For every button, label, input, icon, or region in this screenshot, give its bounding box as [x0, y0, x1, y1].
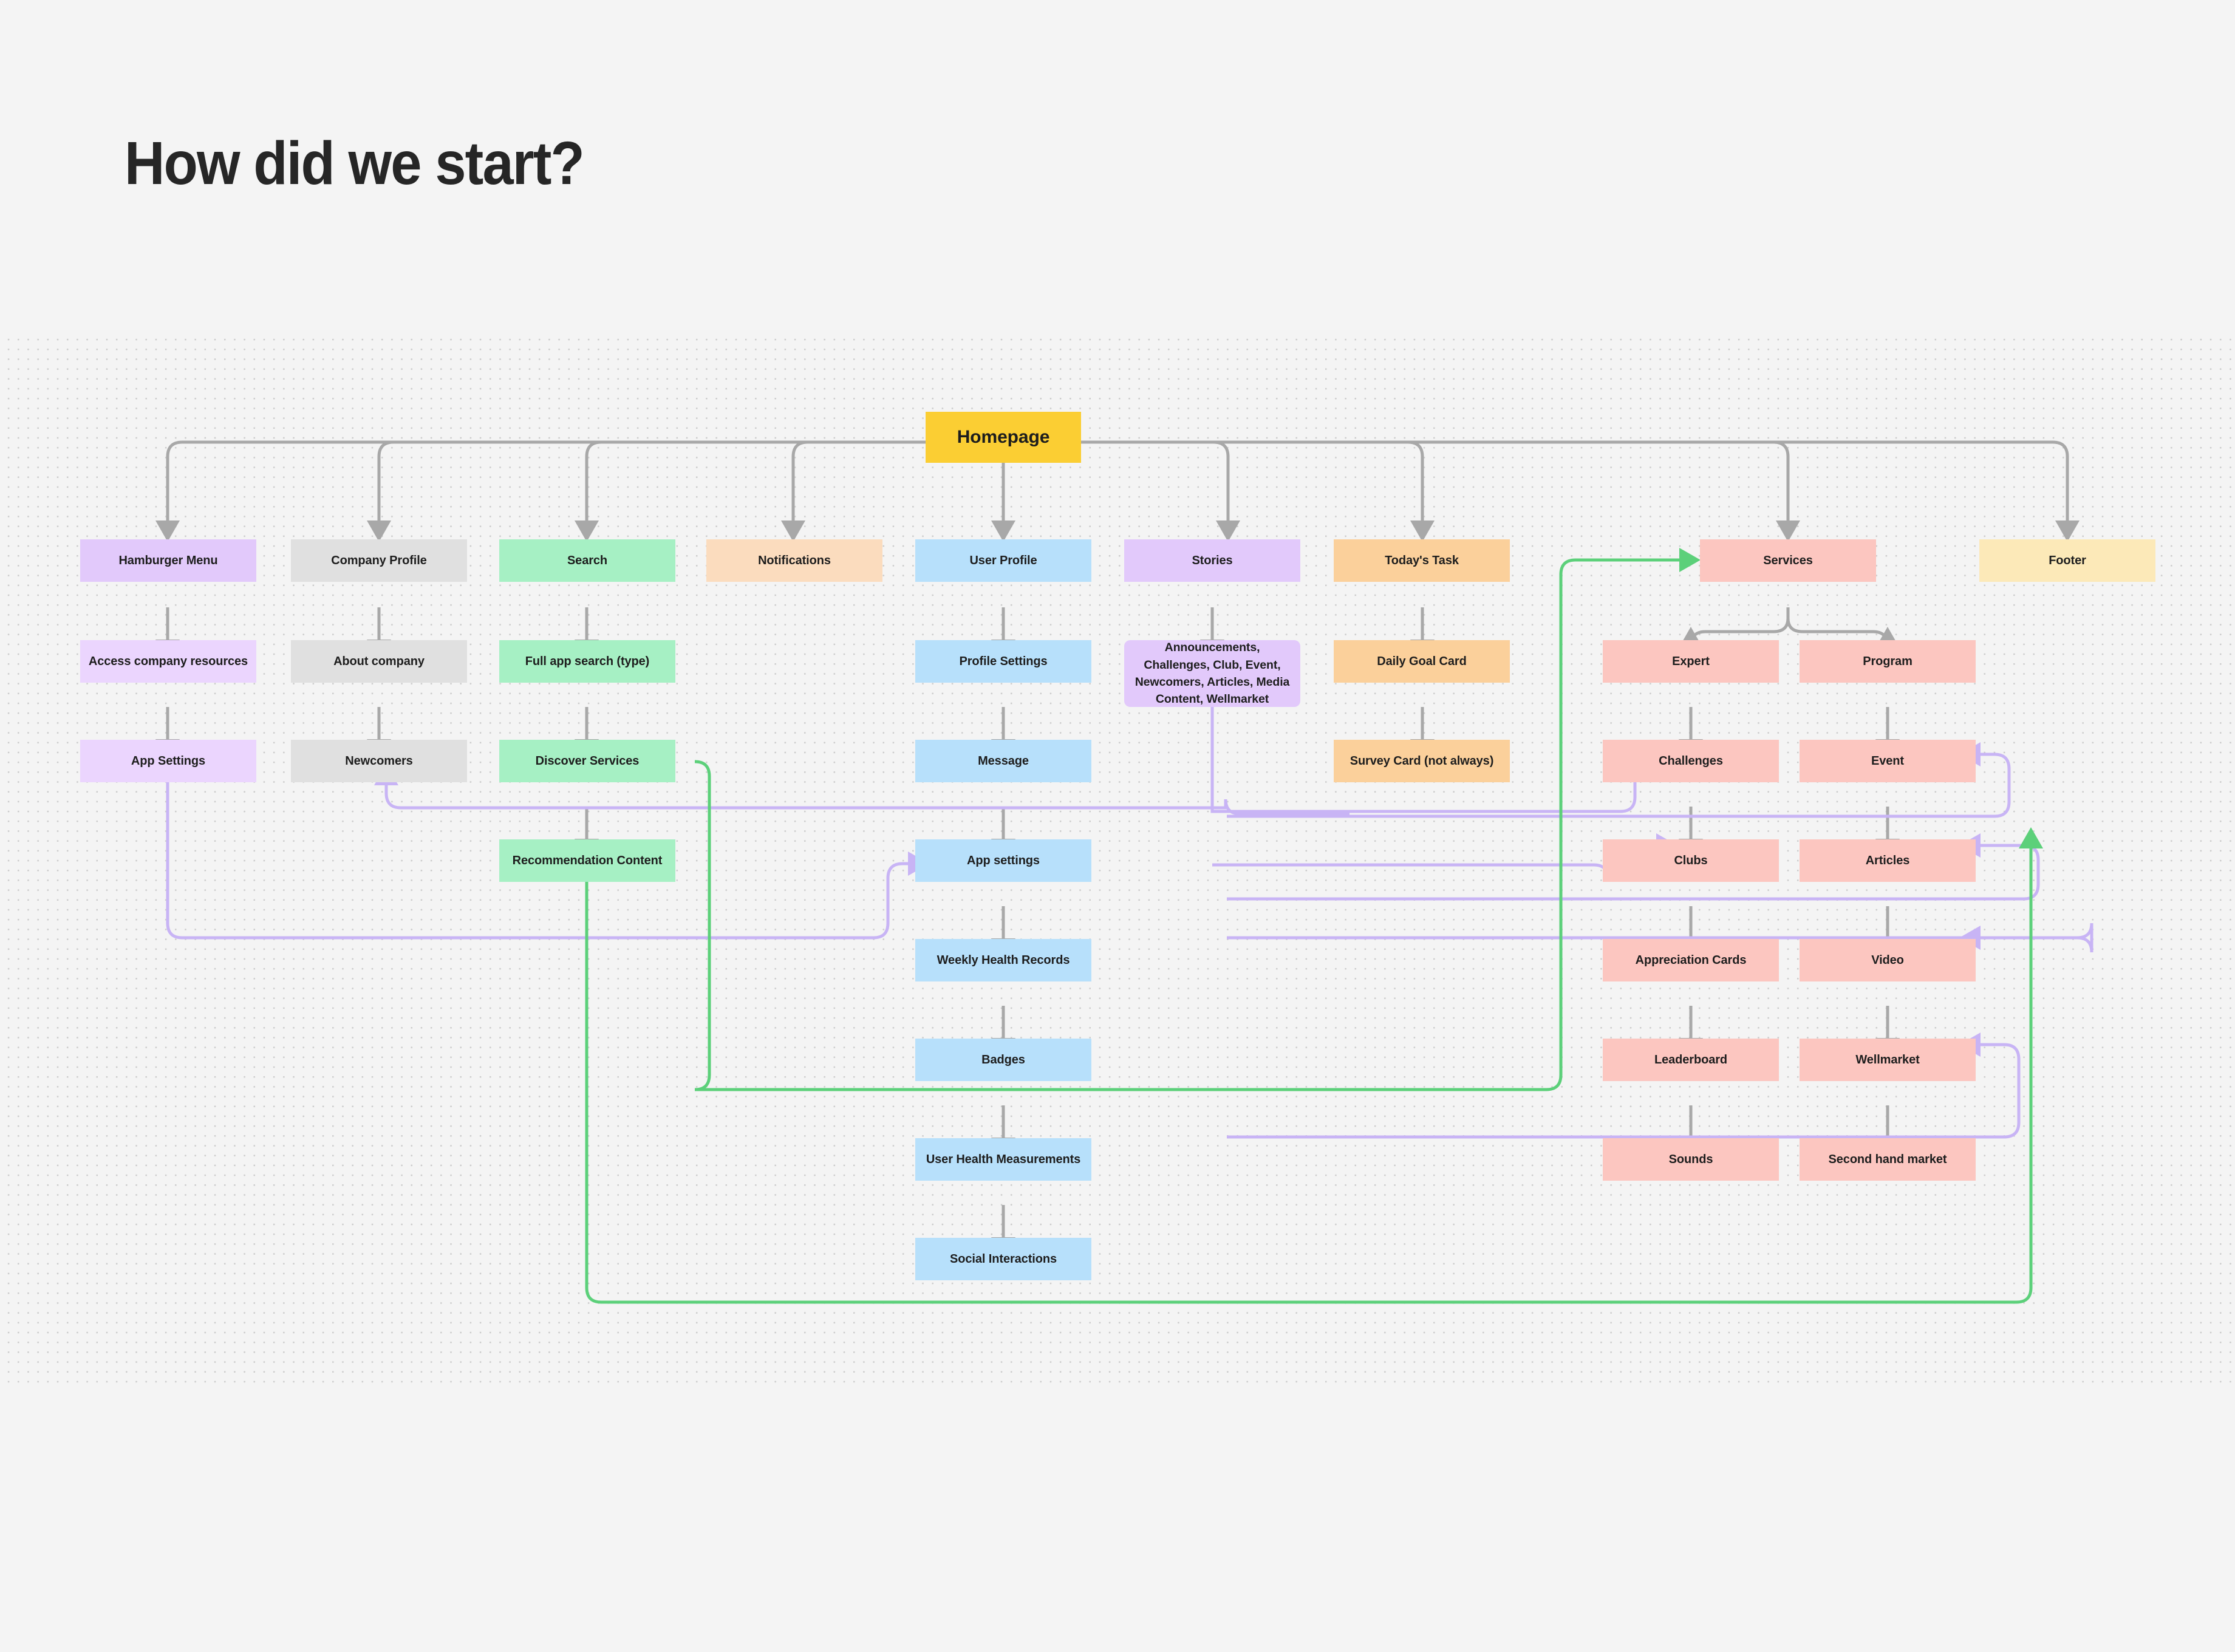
node-leaderboard[interactable]: Leaderboard [1603, 1039, 1779, 1081]
node-full-app-search[interactable]: Full app search (type) [499, 640, 675, 683]
node-social-interactions[interactable]: Social Interactions [915, 1238, 1091, 1280]
node-clubs[interactable]: Clubs [1603, 839, 1779, 882]
node-survey-card[interactable]: Survey Card (not always) [1334, 740, 1510, 782]
node-homepage[interactable]: Homepage [926, 412, 1081, 463]
node-user-profile[interactable]: User Profile [915, 539, 1091, 582]
node-discover-services[interactable]: Discover Services [499, 740, 675, 782]
node-video[interactable]: Video [1800, 939, 1976, 981]
node-challenges[interactable]: Challenges [1603, 740, 1779, 782]
node-stories[interactable]: Stories [1124, 539, 1300, 582]
node-program[interactable]: Program [1800, 640, 1976, 683]
green-edges [585, 548, 2043, 1304]
node-recommendation-content[interactable]: Recommendation Content [499, 839, 675, 882]
node-user-health-measurements[interactable]: User Health Measurements [915, 1138, 1091, 1181]
node-company-profile[interactable]: Company Profile [291, 539, 467, 582]
node-notifications[interactable]: Notifications [706, 539, 882, 582]
node-footer[interactable]: Footer [1979, 539, 2155, 582]
node-about-company[interactable]: About company [291, 640, 467, 683]
node-todays-task[interactable]: Today's Task [1334, 539, 1510, 582]
node-weekly-health-records[interactable]: Weekly Health Records [915, 939, 1091, 981]
node-app-settings[interactable]: App settings [915, 839, 1091, 882]
node-app-settings-menu[interactable]: App Settings [80, 740, 256, 782]
gray-edges [155, 440, 2080, 1258]
node-second-hand-market[interactable]: Second hand market [1800, 1138, 1976, 1181]
node-newcomers[interactable]: Newcomers [291, 740, 467, 782]
node-articles[interactable]: Articles [1800, 839, 1976, 882]
node-services[interactable]: Services [1700, 539, 1876, 582]
node-expert[interactable]: Expert [1603, 640, 1779, 683]
node-badges[interactable]: Badges [915, 1039, 1091, 1081]
node-event[interactable]: Event [1800, 740, 1976, 782]
node-daily-goal-card[interactable]: Daily Goal Card [1334, 640, 1510, 683]
node-sounds[interactable]: Sounds [1603, 1138, 1779, 1181]
node-search[interactable]: Search [499, 539, 675, 582]
node-message[interactable]: Message [915, 740, 1091, 782]
node-profile-settings[interactable]: Profile Settings [915, 640, 1091, 683]
node-appreciation-cards[interactable]: Appreciation Cards [1603, 939, 1779, 981]
node-access-company-resources[interactable]: Access company resources [80, 640, 256, 683]
node-wellmarket[interactable]: Wellmarket [1800, 1039, 1976, 1081]
page-title: How did we start? [125, 129, 585, 197]
node-stories-content-group[interactable]: Announcements, Challenges, Club, Event, … [1124, 640, 1300, 707]
node-hamburger-menu[interactable]: Hamburger Menu [80, 539, 256, 582]
